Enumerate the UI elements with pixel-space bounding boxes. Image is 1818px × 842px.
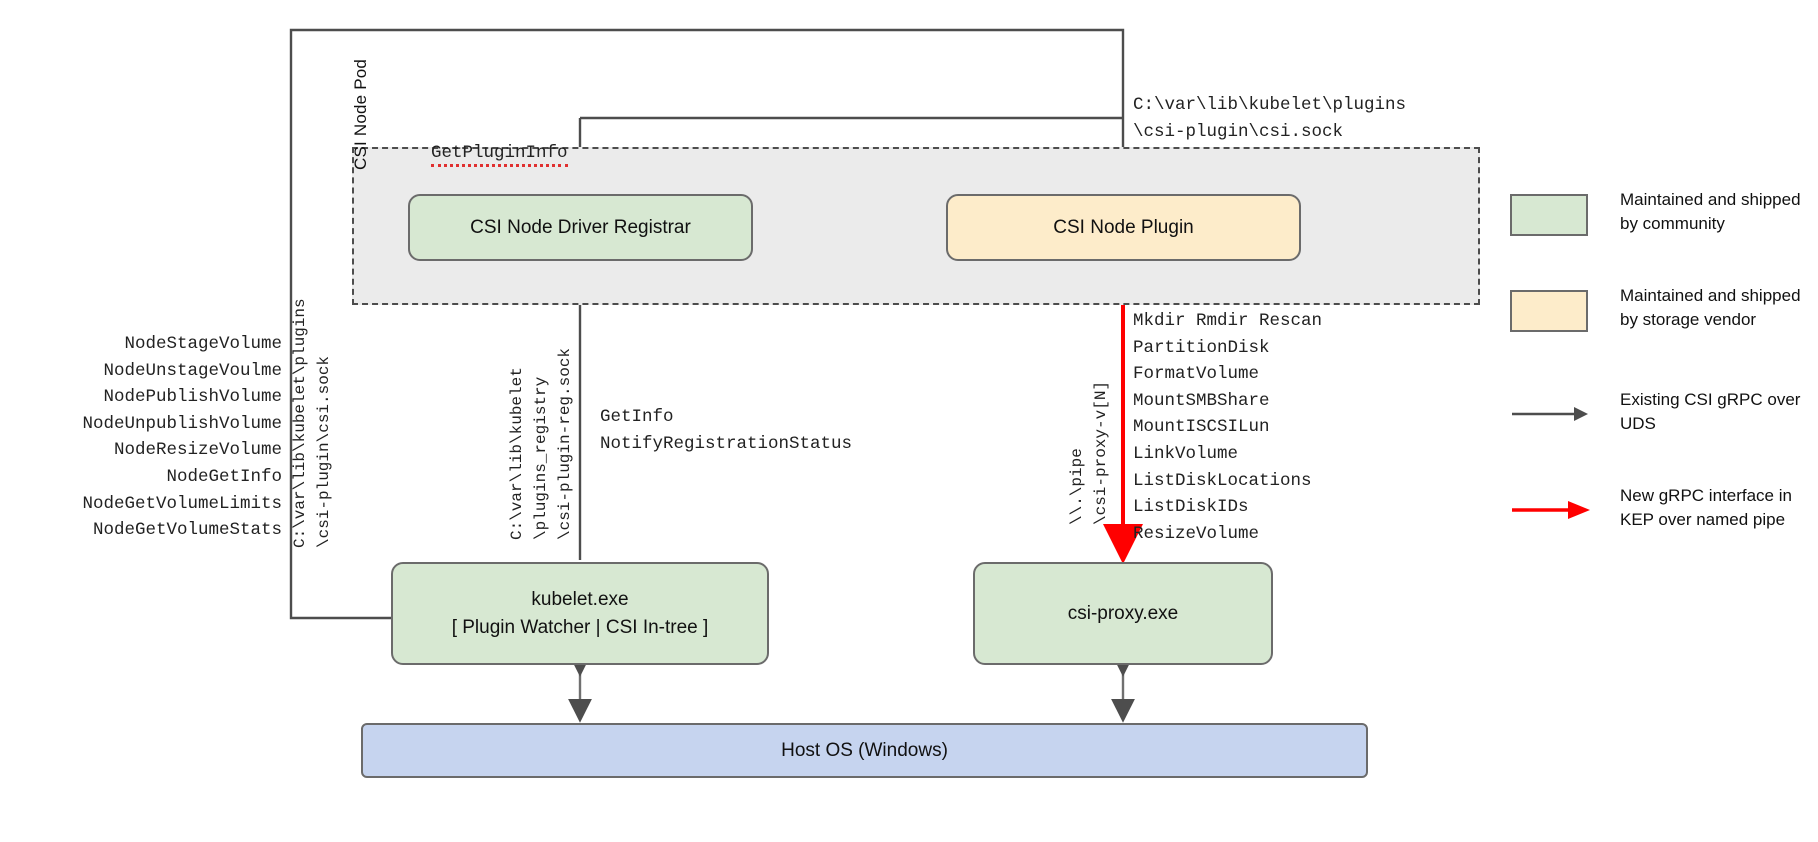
legend-label: Maintained and shipped by community: [1620, 190, 1801, 234]
label-get-plugin-info: GetPluginInfo: [389, 113, 568, 193]
legend-item-community: Maintained and shipped by community: [1510, 188, 1810, 262]
legend: Maintained and shipped by community Main…: [1510, 188, 1810, 580]
legend-label: Existing CSI gRPC over UDS: [1620, 390, 1801, 434]
node-csi-proxy-exe[interactable]: csi-proxy.exe: [973, 562, 1273, 665]
legend-swatch-green: [1510, 194, 1588, 236]
node-csi-node-plugin[interactable]: CSI Node Plugin: [946, 194, 1301, 261]
red-arrow-icon: [1512, 501, 1590, 519]
node-label: CSI Node Plugin: [1053, 216, 1194, 238]
label-plugin-socket-path: C:\var\lib\kubelet\plugins \csi-plugin\c…: [1133, 95, 1407, 142]
label-vertical-named-pipe-path: \\.\pipe \csi-proxy-v[N]: [1068, 380, 1110, 525]
node-label-line2: [ Plugin Watcher | CSI In-tree ]: [451, 616, 709, 638]
node-csi-node-driver-registrar[interactable]: CSI Node Driver Registrar: [408, 194, 753, 261]
node-label-line1: kubelet.exe: [531, 588, 629, 610]
gray-arrow-icon: [1512, 407, 1588, 421]
label-registration-calls: GetInfo NotifyRegistrationStatus: [600, 407, 853, 454]
legend-item-existing-grpc-uds: Existing CSI gRPC over UDS: [1510, 388, 1810, 462]
label-csi-proxy-operations: Mkdir Rmdir Rescan PartitionDisk FormatV…: [1133, 311, 1323, 544]
node-label: csi-proxy.exe: [1067, 602, 1179, 624]
legend-label: New gRPC interface in KEP over named pip…: [1620, 486, 1792, 530]
label-vertical-registration-sock-path: C:\var\lib\kubelet \plugins_registry \cs…: [508, 347, 574, 540]
node-host-os[interactable]: Host OS (Windows): [361, 723, 1368, 778]
legend-item-vendor: Maintained and shipped by storage vendor: [1510, 284, 1810, 358]
csi-node-pod-label: CSI Node Pod: [351, 58, 370, 170]
label-text: GetPluginInfo: [431, 142, 568, 167]
legend-item-new-grpc-named-pipe: New gRPC interface in KEP over named pip…: [1510, 484, 1810, 558]
node-label: Host OS (Windows): [781, 739, 948, 761]
node-kubelet-exe[interactable]: kubelet.exe [ Plugin Watcher | CSI In-tr…: [391, 562, 769, 665]
node-label: CSI Node Driver Registrar: [470, 216, 691, 238]
label-vertical-csi-sock-path: C:\var\lib\kubelet\plugins \csi-plugin\c…: [291, 298, 333, 548]
label-node-service-operations: NodeStageVolume NodeUnstageVoulme NodePu…: [82, 334, 282, 541]
legend-swatch-yellow: [1510, 290, 1588, 332]
legend-label: Maintained and shipped by storage vendor: [1620, 286, 1801, 330]
